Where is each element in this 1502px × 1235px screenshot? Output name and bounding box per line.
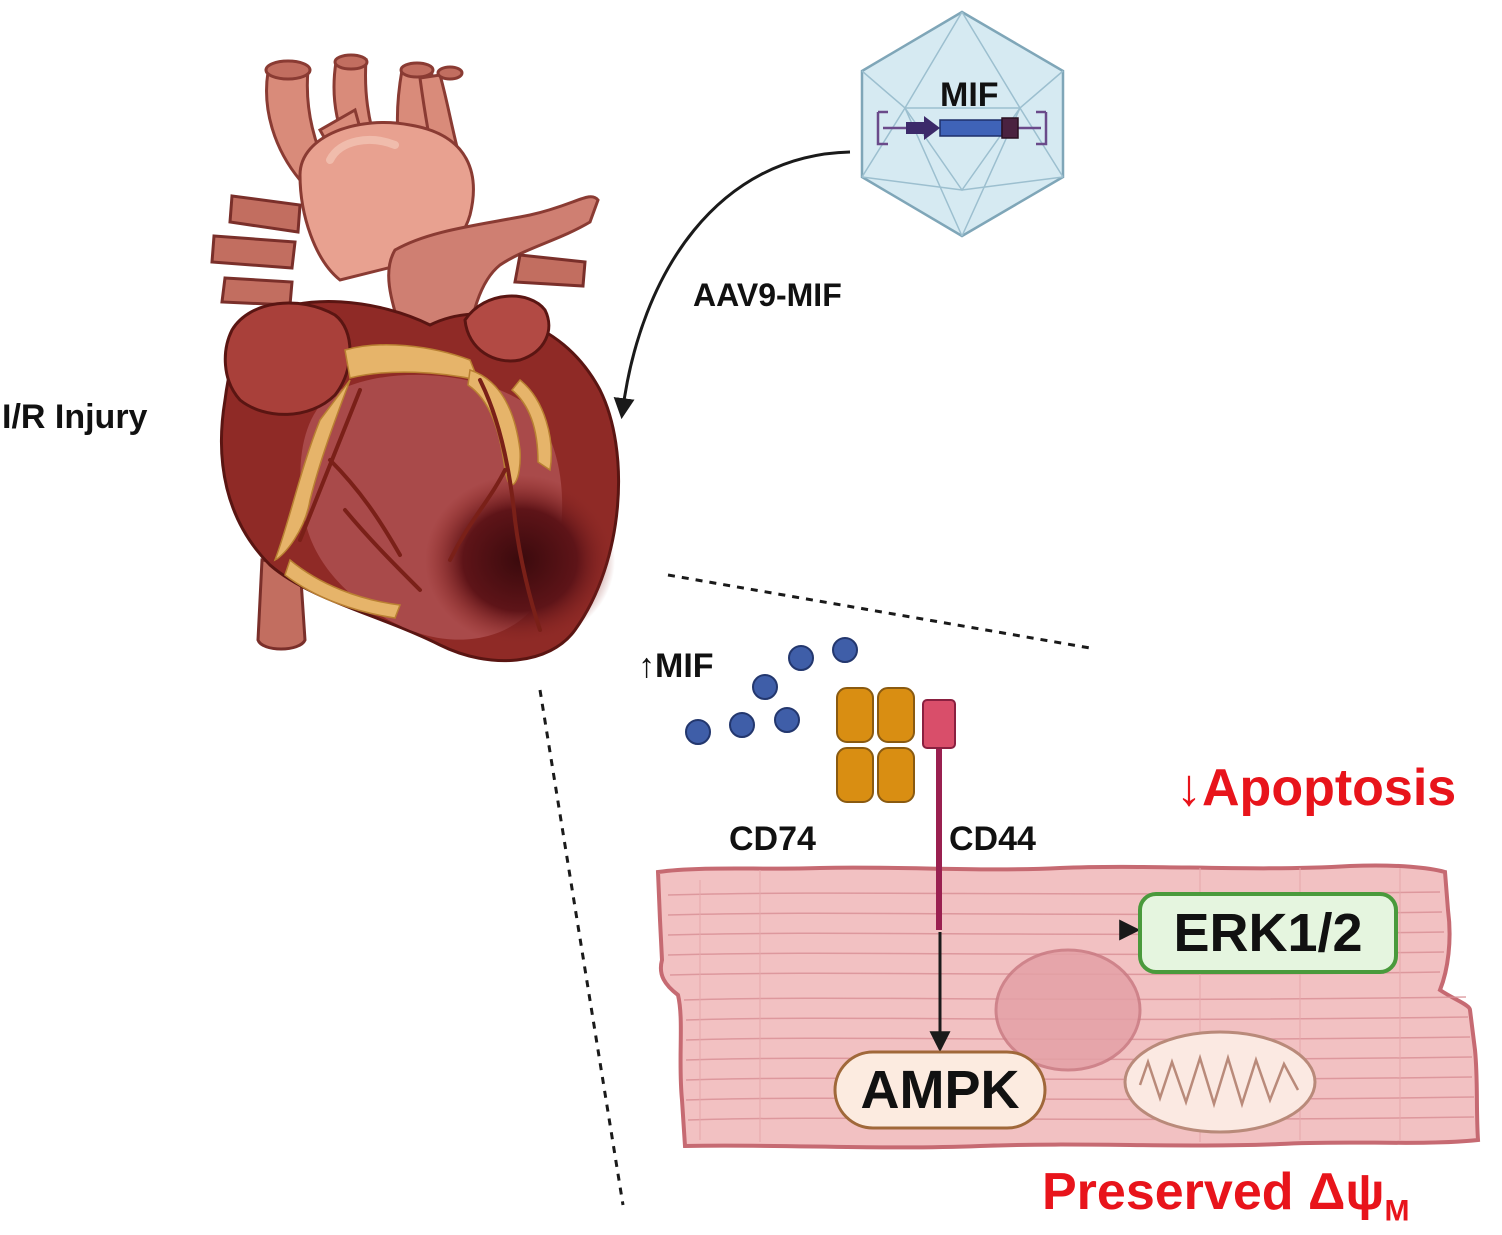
ligand-label: ↑MIF xyxy=(638,647,714,685)
erk-label: ERK1/2 xyxy=(1173,903,1363,963)
cd44-label: CD44 xyxy=(949,820,1036,858)
cd44-receptor xyxy=(922,699,956,930)
ampk-box xyxy=(833,1050,1047,1130)
mif-cassette-icon xyxy=(876,110,1048,146)
mif-dot xyxy=(685,719,711,745)
membrane-potential-subscript: M xyxy=(1384,1194,1410,1228)
aav-capsid-icon xyxy=(860,10,1065,238)
right-atrium xyxy=(223,301,352,416)
erk-box xyxy=(1138,892,1398,974)
coronary-vessels xyxy=(298,378,542,632)
mitochondrion-icon xyxy=(1123,1030,1317,1134)
mif-dot xyxy=(788,645,814,671)
coronary-fat xyxy=(273,344,552,619)
mif-ligands xyxy=(685,637,858,745)
left-atrium xyxy=(463,294,551,363)
apoptosis-outcome: ↓Apoptosis xyxy=(1176,759,1457,817)
cd74-label: CD74 xyxy=(729,820,816,858)
mif-dot xyxy=(729,712,755,738)
pulmonary-veins-left xyxy=(210,194,302,307)
heart-illustration xyxy=(210,53,621,663)
delivery-label: AAV9-MIF xyxy=(693,277,842,313)
mif-dot xyxy=(752,674,778,700)
mif-dot xyxy=(832,637,858,663)
nucleus-icon xyxy=(994,948,1142,1072)
delivery-arrow xyxy=(613,150,851,420)
zoom-line-left xyxy=(538,689,625,1206)
vector-gene-label: MIF xyxy=(940,76,999,114)
membrane-potential-text: Preserved Δψ xyxy=(1042,1163,1385,1221)
membrane-potential-outcome: Preserved ΔψM xyxy=(1042,1162,1410,1228)
ampk-label: AMPK xyxy=(860,1060,1020,1120)
zoom-line-top xyxy=(667,573,1091,650)
cd74-receptor xyxy=(836,687,915,930)
condition-label: I/R Injury xyxy=(2,398,148,436)
mif-dot xyxy=(774,707,800,733)
